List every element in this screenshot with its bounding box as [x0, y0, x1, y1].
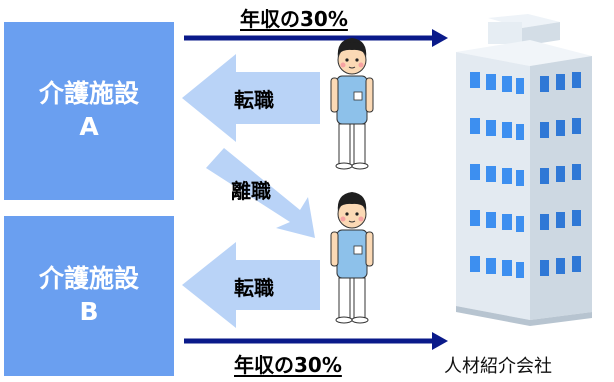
company-label: 人材紹介会社: [444, 356, 552, 377]
facility-a-box: 介護施設 A: [4, 22, 174, 200]
facility-b-box: 介護施設 B: [4, 216, 174, 376]
facility-a-letter: A: [79, 112, 99, 141]
job-change-arrow-bottom: [182, 242, 320, 328]
facility-b-name: 介護施設: [38, 264, 139, 293]
caregiver-icon-bottom: [330, 192, 374, 324]
job-change-label-top: 転職: [234, 88, 274, 112]
facility-a-name: 介護施設: [38, 79, 139, 108]
resign-label: 離職: [231, 179, 271, 203]
fee-label-bottom: 年収の30%: [234, 353, 342, 377]
fee-arrow-bottom: [184, 332, 448, 350]
job-change-label-bottom: 転職: [234, 276, 274, 300]
caregiver-icon-top: [330, 38, 374, 170]
fee-arrow-top: [184, 29, 448, 47]
job-change-arrow-top: [182, 54, 320, 142]
office-building-icon: [456, 14, 592, 326]
resign-arrow: [206, 148, 315, 238]
fee-label-top: 年収の30%: [240, 7, 348, 31]
facility-b-letter: B: [79, 297, 99, 326]
